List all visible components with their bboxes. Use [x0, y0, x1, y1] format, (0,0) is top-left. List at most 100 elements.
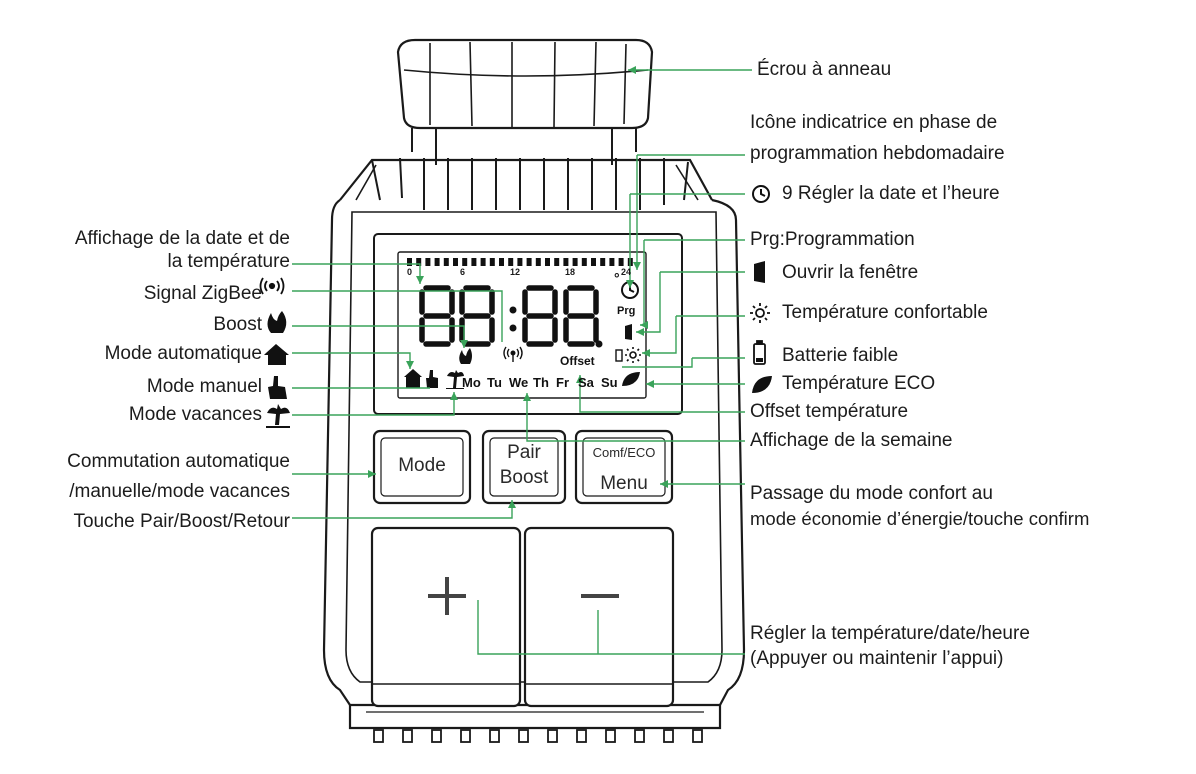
- hour-tick: [416, 258, 422, 266]
- legend-icons: [750, 185, 772, 393]
- label-boost: Boost: [213, 314, 262, 335]
- pair-button-label[interactable]: Pair: [507, 442, 541, 463]
- left-legend-icons: [259, 277, 290, 428]
- seven-segment-digits: [419, 285, 599, 347]
- hour-tick: [443, 258, 449, 266]
- hour-tick: [554, 258, 560, 266]
- day-label: Tu: [487, 375, 502, 390]
- hour-tick: [517, 258, 523, 266]
- label-offset-temp: Offset température: [750, 401, 909, 422]
- hour-tick: [471, 258, 477, 266]
- mode-button-label[interactable]: Mode: [398, 455, 446, 476]
- colon-dot-bottom: [509, 324, 517, 332]
- label-comfort-temp: Température confortable: [782, 302, 988, 323]
- hour-tick: [600, 258, 606, 266]
- plus-symbol: [428, 577, 466, 615]
- leaf-icon-lcd: [622, 372, 640, 386]
- degree-sign: °: [614, 270, 620, 286]
- decimal-point: [595, 340, 603, 348]
- hand-icon-lcd: [426, 370, 438, 388]
- label-week-display: Affichage de la semaine: [750, 430, 953, 451]
- label-eco-temp: Température ECO: [782, 373, 936, 394]
- hour-label: 24: [621, 267, 632, 277]
- label-auto-mode: Mode automatique: [104, 343, 262, 364]
- hour-tick: [563, 258, 569, 266]
- label-adjust-line1: Régler la température/date/heure: [750, 623, 1030, 644]
- home-icon-lcd: [404, 369, 422, 388]
- hour-tick: [545, 258, 550, 266]
- label-holiday-mode: Mode vacances: [128, 404, 262, 425]
- arrowheads: [368, 66, 668, 508]
- leader-lines: [292, 69, 752, 655]
- window-icon: [754, 261, 765, 283]
- battery-icon-lcd: [615, 349, 623, 362]
- home-icon: [264, 344, 289, 365]
- sun-icon-lcd: [625, 347, 641, 363]
- flame-icon-lcd: [459, 348, 472, 364]
- label-date-temp-line2: la température: [167, 251, 290, 272]
- day-label: Su: [601, 375, 618, 390]
- ring-nut: [396, 38, 654, 165]
- hour-tick: [462, 258, 468, 266]
- label-manual-mode: Mode manuel: [146, 376, 262, 397]
- label-open-window: Ouvrir la fenêtre: [782, 262, 919, 283]
- hour-tick: [508, 258, 514, 266]
- window-icon-lcd: [625, 324, 632, 340]
- digit-eight: [563, 285, 599, 347]
- lcd-content: [404, 258, 641, 389]
- hour-tick: [499, 258, 504, 266]
- sun-icon: [750, 303, 770, 323]
- label-set-datetime: 9 Régler la date et l’heure: [782, 183, 1000, 204]
- day-label: Th: [533, 375, 549, 390]
- label-weekly-icon-line2: programmation hebdomadaire: [750, 143, 1005, 164]
- label-ring-nut: Écrou à anneau: [757, 59, 892, 80]
- zigbee-icon: [259, 277, 285, 295]
- lcd-window: [373, 233, 683, 415]
- hour-tick: [434, 258, 440, 266]
- hour-tick: [618, 258, 624, 266]
- day-label: Fr: [556, 375, 569, 390]
- flame-icon: [267, 311, 287, 333]
- palm-icon: [266, 404, 290, 428]
- digit-eight: [419, 285, 455, 347]
- label-pair-key: Touche Pair/Boost/Retour: [73, 511, 290, 532]
- plus-button[interactable]: [370, 526, 522, 708]
- colon-dot-top: [509, 306, 517, 314]
- hour-tick: [453, 258, 458, 266]
- hour-tick: [535, 258, 541, 266]
- label-switch-line1: Commutation automatique: [67, 451, 290, 472]
- hour-tick: [489, 258, 495, 266]
- hour-label: 0: [407, 267, 413, 277]
- label-comfort-eco-line1: Passage du mode confort au: [750, 483, 993, 504]
- clock-icon: [752, 185, 770, 203]
- day-label: We: [509, 375, 529, 390]
- hour-tick: [581, 258, 587, 266]
- label-comfort-eco-line2: mode économie d’énergie/touche confirm: [750, 508, 1090, 529]
- comf-eco-button-label[interactable]: Comf/ECO: [592, 445, 656, 460]
- label-zigbee: Signal ZigBee: [143, 283, 262, 304]
- hour-tick: [425, 258, 431, 266]
- lcd-prg: Prg: [617, 305, 636, 317]
- label-adjust-line2: (Appuyer ou maintenir l’appui): [750, 648, 1004, 669]
- zigbee-icon-lcd: [503, 346, 523, 362]
- label-programming: Prg:Programmation: [750, 229, 915, 250]
- hour-tick-bar: [407, 258, 633, 266]
- label-low-battery: Batterie faible: [782, 345, 899, 366]
- menu-button-label[interactable]: Menu: [600, 473, 648, 494]
- buttons-row: [370, 429, 675, 708]
- digit-eight: [459, 285, 495, 347]
- hour-tick: [591, 258, 596, 266]
- hour-label: 12: [510, 267, 521, 277]
- boost-button-label[interactable]: Boost: [499, 467, 549, 488]
- leaf-icon: [752, 376, 772, 393]
- day-label: Mo: [462, 375, 481, 390]
- hour-tick: [526, 258, 532, 266]
- hour-label: 6: [460, 267, 466, 277]
- palm-icon-lcd: [446, 370, 464, 389]
- minus-button[interactable]: [523, 526, 675, 708]
- hour-tick: [480, 258, 486, 266]
- hour-tick: [572, 258, 578, 266]
- label-switch-line2: /manuelle/mode vacances: [69, 481, 290, 502]
- label-date-temp-line1: Affichage de la date et de: [74, 228, 290, 249]
